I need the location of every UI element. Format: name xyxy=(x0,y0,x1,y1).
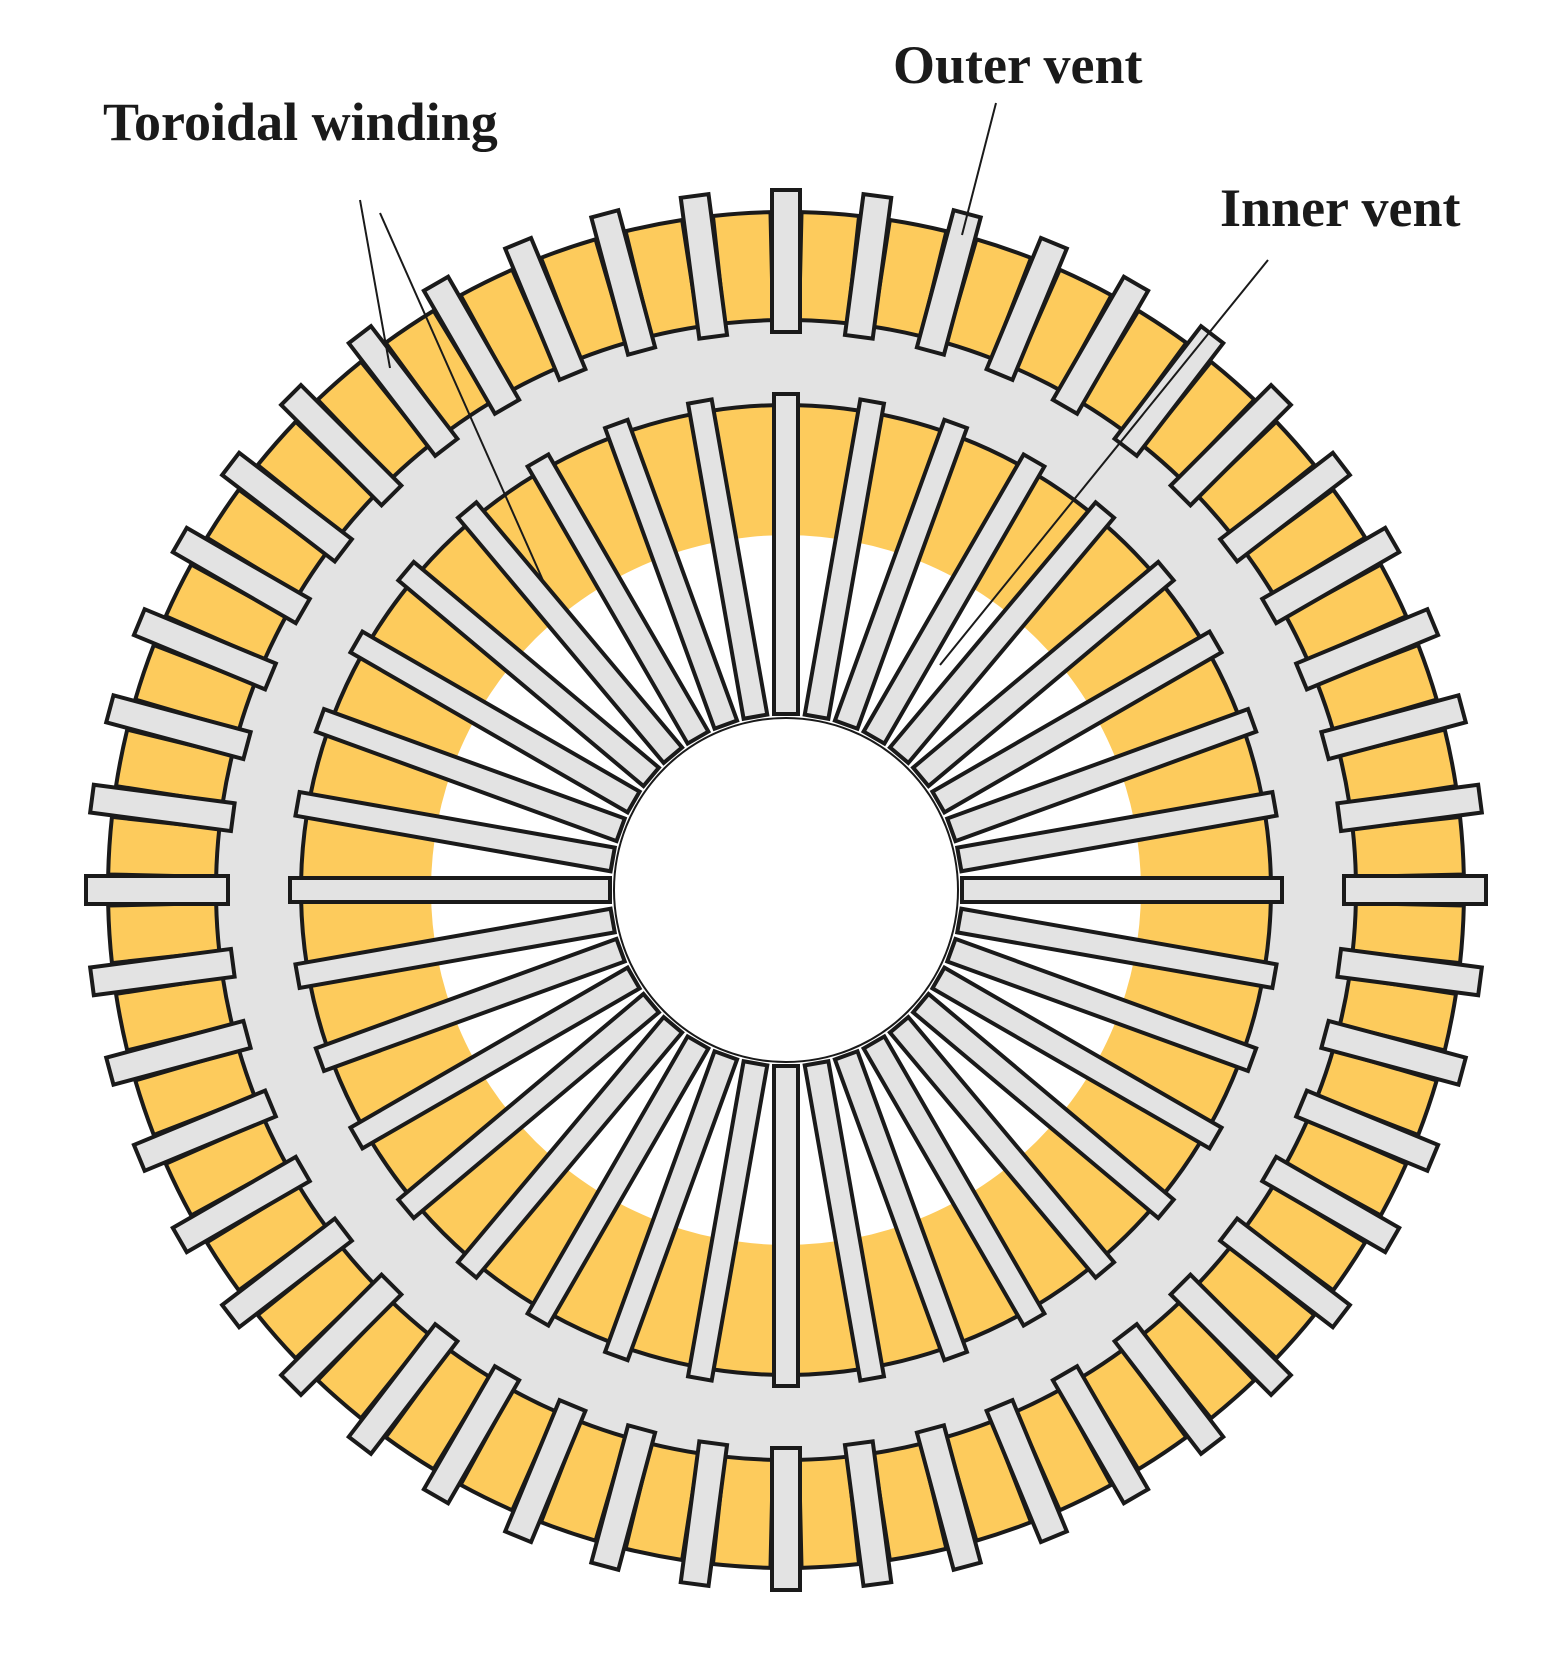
inner-vent-slot xyxy=(772,1064,800,1388)
outer-vent-slot xyxy=(103,1018,254,1088)
label-toroidal-winding: Toroidal winding xyxy=(103,92,498,152)
outer-vent-slot xyxy=(1318,1018,1469,1088)
outer-vent-slot xyxy=(103,692,254,762)
inner-vent-slot xyxy=(313,706,628,844)
leader-lines xyxy=(359,102,1269,666)
inner-vent-slot xyxy=(832,1048,970,1363)
outer-vent-slot xyxy=(1335,946,1485,998)
outer-vent-slot xyxy=(87,946,237,998)
inner-vent-slot xyxy=(860,451,1048,747)
inner-vent-slot xyxy=(887,1014,1117,1281)
inner-vent-slot xyxy=(960,876,1284,904)
outer-vent-slot xyxy=(87,782,237,834)
outer-vent-slot xyxy=(421,274,522,417)
outer-vent-slot xyxy=(219,1215,355,1331)
label-outer-vent: Outer vent xyxy=(893,35,1142,95)
inner-vent-slot xyxy=(802,1058,887,1383)
inner-vent-slot xyxy=(685,397,770,722)
leader-line xyxy=(359,199,391,369)
outer-vent-slot xyxy=(170,525,313,626)
inner-vent-slot xyxy=(288,876,612,904)
inner-vent-slot xyxy=(395,559,662,789)
outer-vent-slot xyxy=(502,235,589,383)
outer-vent-slot xyxy=(588,207,658,358)
leader-line xyxy=(939,259,1269,666)
outer-vent-slot xyxy=(1167,1271,1294,1398)
inner-vent-slot xyxy=(802,397,887,722)
outer-vent-slot xyxy=(170,1154,313,1255)
inner-vent-slot xyxy=(455,1014,685,1281)
outer-vent-slot xyxy=(678,191,730,341)
outer-vent-slot xyxy=(1050,274,1151,417)
outer-vent-slot xyxy=(770,188,802,334)
outer-vent-slot xyxy=(84,874,230,906)
inner-vent-slot xyxy=(395,991,662,1221)
inner-vent-slot xyxy=(887,499,1117,766)
inner-vent-slot xyxy=(685,1058,770,1383)
inner-vent-slot xyxy=(524,1033,712,1329)
outer-vent-slot xyxy=(131,1087,279,1174)
outer-vent-slot xyxy=(1167,382,1294,509)
outer-vent-slot xyxy=(1293,606,1441,693)
outer-vent-slot xyxy=(914,207,984,358)
inner-vent-slot xyxy=(524,451,712,747)
outer-vent-slot xyxy=(1259,525,1402,626)
outer-vent-slot xyxy=(1342,874,1488,906)
inner-vent-slot xyxy=(772,392,800,716)
outer-vent-slot xyxy=(770,1446,802,1592)
inner-vent-slot xyxy=(929,964,1225,1152)
outer-vent-slot xyxy=(1335,782,1485,834)
vent-layer xyxy=(84,188,1488,1592)
outer-vent-slot xyxy=(1217,449,1353,565)
inner-vent-slot xyxy=(929,628,1225,816)
inner-vent-slot xyxy=(910,559,1177,789)
inner-vent-slot xyxy=(602,1048,740,1363)
outer-vent-slot xyxy=(1293,1087,1441,1174)
inner-vent-slot xyxy=(313,936,628,1074)
outer-vent-slot xyxy=(983,1397,1070,1545)
inner-vent-annulus xyxy=(431,535,1141,1245)
inner-vent-slot xyxy=(910,991,1177,1221)
leader-line xyxy=(379,212,546,586)
inner-vent-slot xyxy=(860,1033,1048,1329)
inner-vent-slot xyxy=(293,789,618,874)
outer-vent-slot xyxy=(421,1363,522,1506)
outer-vent-slot xyxy=(1111,1321,1227,1457)
leader-line xyxy=(961,102,997,236)
outer-vent-slot xyxy=(345,323,461,459)
outer-vent-slot xyxy=(278,382,405,509)
outer-vent-slot xyxy=(983,235,1070,383)
inner-vent-slot xyxy=(954,906,1279,991)
outer-vent-slot xyxy=(219,449,355,565)
outer-vent-slot xyxy=(131,606,279,693)
outer-vent-slot xyxy=(842,1439,894,1589)
inner-vent-slot xyxy=(954,789,1279,874)
label-inner-vent: Inner vent xyxy=(1220,178,1461,238)
inner-vent-slot xyxy=(602,417,740,732)
outer-vent-slot xyxy=(502,1397,589,1545)
outer-vent-slot xyxy=(842,191,894,341)
inner-vent-slot xyxy=(832,417,970,732)
inner-vent-slot xyxy=(347,628,643,816)
outer-vent-slot xyxy=(678,1439,730,1589)
outer-vent-slot xyxy=(1050,1363,1151,1506)
inner-vent-slot xyxy=(944,706,1259,844)
outer-vent-slot xyxy=(1259,1154,1402,1255)
outer-vent-slot xyxy=(345,1321,461,1457)
outer-vent-slot xyxy=(1217,1215,1353,1331)
inner-vent-slot xyxy=(293,906,618,991)
inner-vent-slot xyxy=(944,936,1259,1074)
outer-vent-slot xyxy=(1318,692,1469,762)
outer-vent-slot xyxy=(914,1422,984,1573)
outer-vent-slot xyxy=(588,1422,658,1573)
inner-vent-slot xyxy=(347,964,643,1152)
outer-vent-slot xyxy=(1111,323,1227,459)
outer-vent-slot xyxy=(278,1271,405,1398)
